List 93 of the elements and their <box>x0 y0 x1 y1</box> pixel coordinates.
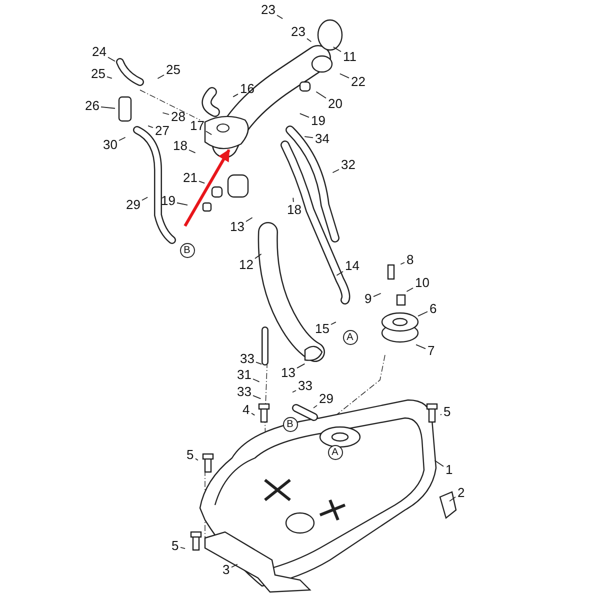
leader-line <box>336 271 344 276</box>
callout-number: 23 <box>290 25 306 39</box>
callout-number: 8 <box>406 253 415 267</box>
leader-line <box>313 404 318 408</box>
leader-line <box>180 546 186 549</box>
callout-number: 19 <box>310 114 326 128</box>
callout-number: 10 <box>414 276 430 290</box>
leader-line <box>304 136 314 138</box>
leader-line <box>406 288 414 292</box>
leader-line <box>198 180 206 184</box>
leader-line <box>418 311 428 317</box>
callout-number: 29 <box>318 392 334 406</box>
callout-number: 5 <box>442 405 452 419</box>
leader-line <box>252 378 260 382</box>
leader-line <box>106 76 112 79</box>
callout-number: 21 <box>182 171 198 185</box>
leader-line <box>316 91 326 99</box>
callout-number: 9 <box>364 292 373 306</box>
callout-number: 2 <box>456 486 466 500</box>
callout-number: 15 <box>314 322 330 336</box>
callout-number: 27 <box>154 124 170 138</box>
leader-line <box>330 322 336 325</box>
callout-number: 24 <box>91 45 108 59</box>
leader-line <box>157 74 164 79</box>
callout-number: 13 <box>229 220 246 234</box>
callout-number: 18 <box>286 203 302 217</box>
leader-line <box>206 130 212 136</box>
callout-number: 16 <box>239 82 256 96</box>
callout-number: 23 <box>260 3 276 17</box>
callout-number: 33 <box>236 385 252 399</box>
leader-line <box>232 94 238 98</box>
leader-line <box>231 564 238 568</box>
leader-line <box>176 202 188 206</box>
leader-line <box>306 38 312 42</box>
callout-number: 1 <box>444 463 454 477</box>
callout-number: 14 <box>344 259 360 273</box>
leader-line <box>108 56 116 62</box>
callout-number: 30 <box>102 138 118 152</box>
leader-line <box>434 460 444 467</box>
callout-number: 32 <box>340 158 356 172</box>
leader-line <box>296 363 306 368</box>
callout-number: 29 <box>125 198 142 212</box>
callout-number: 3 <box>222 563 231 577</box>
callout-number: 12 <box>238 258 254 272</box>
reference-mark: B <box>282 416 298 432</box>
callout-number: 6 <box>428 302 438 316</box>
leader-line <box>148 125 154 128</box>
callout-number: 25 <box>165 63 182 77</box>
leader-line <box>332 46 342 52</box>
leader-line <box>440 414 442 416</box>
callout-number: 26 <box>84 99 100 113</box>
callout-number: 22 <box>350 75 366 89</box>
callout-number: 13 <box>280 366 296 380</box>
callout-number: 28 <box>170 110 186 124</box>
leader-line <box>299 113 310 118</box>
pointer-arrow <box>184 148 230 227</box>
leader-line <box>292 197 294 202</box>
callout-number: 33 <box>297 379 314 393</box>
leader-line <box>292 390 296 393</box>
leader-line <box>188 150 196 154</box>
leader-line <box>254 254 262 259</box>
callout-number: 4 <box>242 403 251 417</box>
leader-line <box>339 73 350 78</box>
leader-line <box>162 112 170 115</box>
leader-line <box>142 196 148 201</box>
callout-number: 31 <box>236 368 252 382</box>
leader-line <box>373 292 382 298</box>
leader-line <box>256 362 262 365</box>
callout-number: 17 <box>189 119 206 133</box>
leader-line <box>400 262 405 265</box>
callout-number: 34 <box>314 132 330 146</box>
callout-number: 33 <box>239 352 256 366</box>
leader-line <box>246 217 253 222</box>
callout-number: 18 <box>172 139 188 153</box>
callout-number: 5 <box>170 539 180 553</box>
leader-line <box>100 106 116 109</box>
leader-line <box>449 496 456 502</box>
callout-number: 5 <box>186 448 195 462</box>
leader-line <box>118 136 126 141</box>
reference-mark: A <box>342 330 358 344</box>
filler-body-part <box>204 116 249 150</box>
callout-number: 19 <box>160 194 176 208</box>
leader-line <box>252 395 262 400</box>
leader-line <box>416 344 426 350</box>
leader-line <box>251 412 256 416</box>
reference-mark: B <box>180 242 194 258</box>
leader-line <box>195 458 198 461</box>
leader-line <box>276 14 284 20</box>
callout-number: 11 <box>342 50 358 64</box>
callout-number: 25 <box>90 67 106 81</box>
leader-line <box>332 169 340 174</box>
callout-number: 7 <box>426 344 436 358</box>
callout-number: 20 <box>327 97 344 111</box>
